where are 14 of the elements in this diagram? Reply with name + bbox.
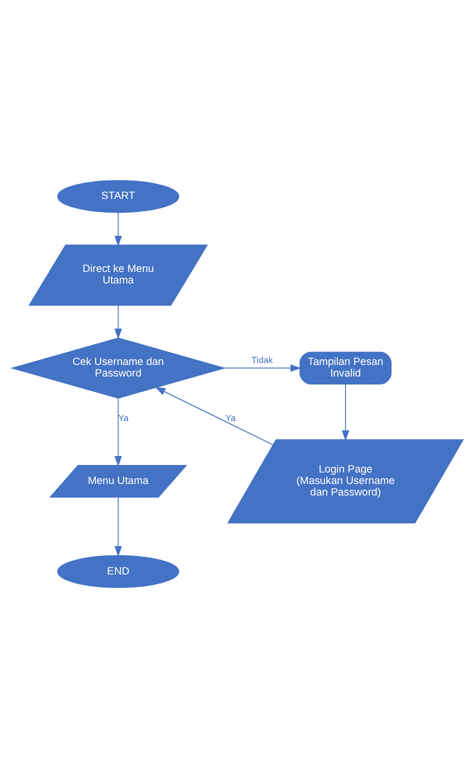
node-ellipse: END (57, 554, 180, 588)
arrow (114, 397, 122, 466)
node-diamond: Cek Username dan Password (10, 337, 226, 398)
arrow (224, 364, 302, 372)
edge-label: Ya (225, 412, 236, 423)
node-ellipse: START (57, 180, 180, 212)
node-box: Tampilan Pesan Invalid (300, 351, 392, 384)
arrow (154, 386, 274, 445)
arrow (342, 383, 350, 441)
edge-label: Ya (118, 412, 129, 423)
edge-label: Tidak (252, 354, 273, 364)
arrow (114, 304, 122, 339)
arrow (114, 212, 122, 246)
arrow (114, 496, 122, 556)
